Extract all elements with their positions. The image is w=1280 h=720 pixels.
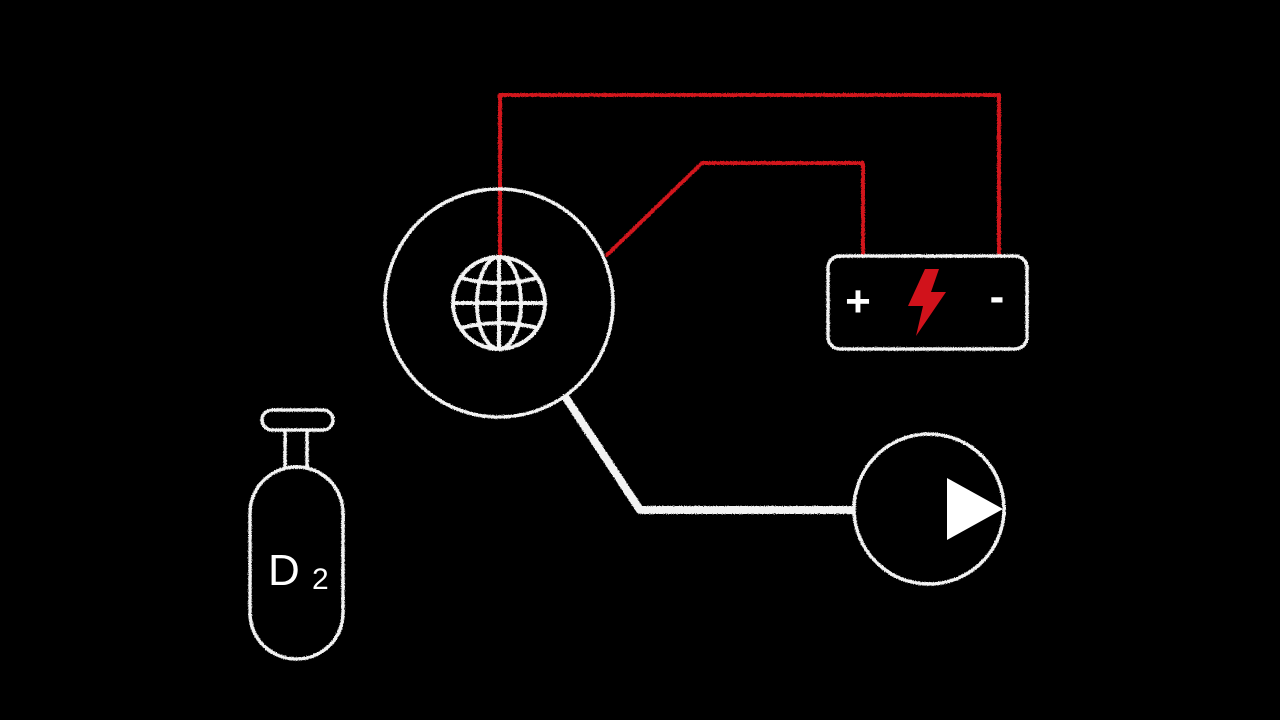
cylinder-label-subscript: 2 (312, 563, 329, 596)
outer-wire (498, 93, 1001, 257)
cylinder-label-main: D (268, 546, 300, 595)
cylinder-handle (260, 408, 335, 432)
battery-minus-label: - (990, 272, 1005, 321)
cylinder-body (248, 465, 345, 661)
outlet-tube (562, 394, 856, 514)
battery-body (826, 254, 1029, 351)
wire-group (498, 93, 1001, 257)
pump (852, 432, 1006, 586)
battery: + - (826, 254, 1029, 351)
play-triangle-icon (947, 478, 1003, 540)
battery-plus-label: + (845, 277, 871, 326)
cylinder-label: D 2 (268, 546, 329, 596)
globe-icon (451, 255, 547, 351)
gas-cylinder: D 2 (248, 408, 345, 661)
chamber (383, 187, 615, 419)
chamber-circle (383, 187, 615, 419)
inner-wire (605, 161, 865, 257)
lightning-bolt-icon (908, 269, 946, 336)
pump-circle (852, 432, 1006, 586)
